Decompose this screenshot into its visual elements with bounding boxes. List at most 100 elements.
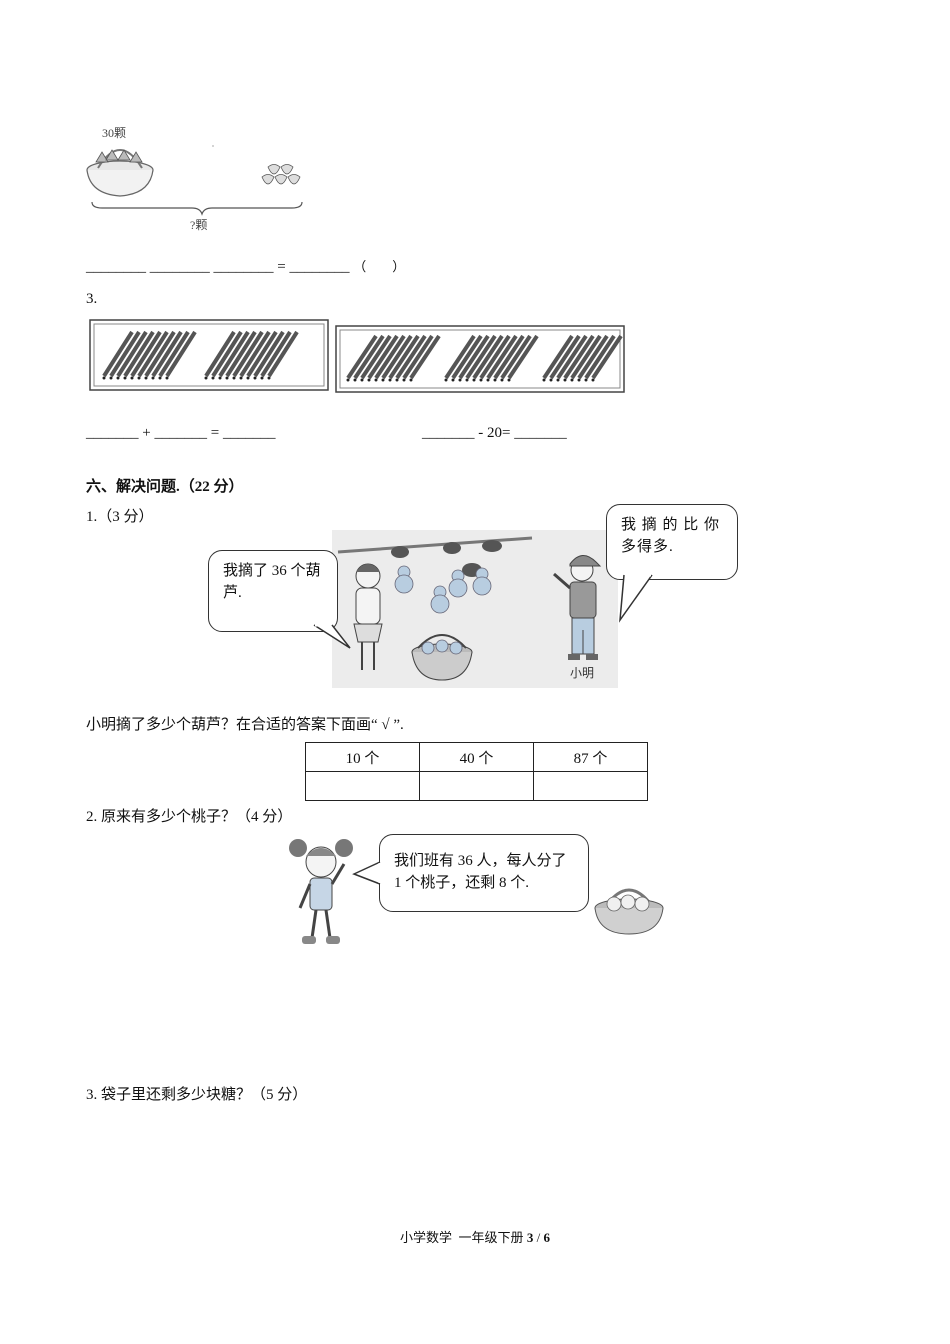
pencil: [253, 330, 285, 378]
pencil-tip: [218, 376, 222, 380]
pencil-tip: [402, 378, 406, 382]
equals-sign: =: [277, 259, 286, 275]
q1-question: 小明摘了多少个葫芦？在合适的答案下面画“ √ ”.: [86, 717, 404, 733]
pencil-tip: [225, 376, 229, 380]
pencil: [493, 334, 525, 380]
pencil-tip: [246, 376, 250, 380]
pencil-tip: [137, 376, 141, 380]
subtraction-equation: _______ - 20= _______: [422, 424, 567, 442]
pencil-tip: [158, 376, 162, 380]
check-cell-10[interactable]: [305, 771, 420, 801]
pencil: [267, 330, 299, 378]
pencil-tip: [500, 378, 504, 382]
pencil: [353, 334, 385, 380]
plus-sign: +: [142, 425, 151, 441]
pencil-tip: [239, 376, 243, 380]
pencil-tip: [577, 378, 581, 382]
pencil-tip: [549, 378, 553, 382]
pencil-tip: [123, 376, 127, 380]
pencil: [158, 330, 190, 378]
page-total: 6: [543, 1230, 550, 1245]
pencil-tip: [360, 378, 364, 382]
pencil: [584, 334, 616, 380]
pencil-tip: [479, 378, 483, 382]
equation-blank[interactable]: ________: [149, 259, 210, 275]
pencil-tip: [232, 376, 236, 380]
equation-blank[interactable]: ________: [289, 259, 350, 275]
pencil-tip: [260, 376, 264, 380]
pencil: [388, 334, 420, 380]
boy-speech-text: 我 摘 的 比 你 多得多.: [621, 517, 721, 555]
page-separator: /: [533, 1230, 544, 1245]
pencil-tip: [451, 378, 455, 382]
pencil-tip: [570, 378, 574, 382]
pencil: [458, 334, 490, 380]
pencil-tip: [204, 376, 208, 380]
class-speech-text: 我们班有 36 人，每人分了 1 个桃子，还剩 8 个.: [394, 853, 567, 891]
pencil: [409, 334, 441, 380]
option-40: 40 个: [419, 742, 534, 772]
answer-blank[interactable]: _______: [222, 425, 276, 441]
pencil-tip: [507, 378, 511, 382]
pencil-tip: [388, 378, 392, 382]
pencil: [109, 330, 141, 378]
pencil: [102, 330, 134, 378]
pencil: [542, 334, 574, 380]
strawberry-bottom-label: ?颗: [190, 218, 208, 232]
pencil: [346, 334, 378, 380]
girl-illustration: [286, 834, 356, 950]
pencil-tip: [116, 376, 120, 380]
pencil-tip: [444, 378, 448, 382]
pencil-tip: [556, 378, 560, 382]
answer-blank[interactable]: _______: [422, 425, 475, 441]
pencil-tip: [563, 378, 567, 382]
pencil-tip: [374, 378, 378, 382]
q3-label: 3. 袋子里还剩多少块糖？（5 分）: [86, 1087, 308, 1103]
pencil: [144, 330, 176, 378]
pencil: [374, 334, 406, 380]
check-cell-40[interactable]: [419, 771, 534, 801]
pencil: [465, 334, 497, 380]
pencil: [360, 334, 392, 380]
pencil-box-right: [334, 324, 626, 396]
pencil-tip: [109, 376, 113, 380]
pencil-tip: [353, 378, 357, 382]
pencil: [500, 334, 532, 380]
page-number: 3: [526, 1230, 534, 1245]
answer-blank[interactable]: _______: [514, 425, 567, 441]
pencil: [486, 334, 518, 380]
pencil-tip: [486, 378, 490, 382]
boy-bubble-tail: [619, 574, 653, 623]
answer-blank[interactable]: _______: [86, 425, 139, 441]
pencil: [123, 330, 155, 378]
pencil-tip: [130, 376, 134, 380]
gourd-scene: 小明: [332, 530, 618, 688]
pencil: [472, 334, 504, 380]
pencil-tip: [267, 376, 271, 380]
peach-basket: [592, 880, 666, 936]
strawberry-figure: 30颗 ?颗: [82, 122, 312, 237]
pencil: [211, 330, 243, 378]
pencil: [577, 334, 609, 380]
footer-text: 小学数学 一年级下册: [400, 1230, 524, 1245]
equation-blank[interactable]: ________: [86, 259, 146, 275]
pencil-tip: [591, 378, 595, 382]
pencil: [165, 330, 197, 378]
pencil: [137, 330, 169, 378]
strawberry-equation: ________ ________ ________ = ________ （ …: [86, 258, 405, 276]
pencil: [395, 334, 427, 380]
girl-bubble-tail: [313, 624, 351, 649]
equation-blank[interactable]: ________: [213, 259, 274, 275]
pencil-tip: [102, 376, 106, 380]
check-cell-87[interactable]: [533, 771, 648, 801]
pencil-tip: [381, 378, 385, 382]
pencil-tip: [367, 378, 371, 382]
answer-blank[interactable]: _______: [154, 425, 207, 441]
pencil: [381, 334, 413, 380]
question-number: 3.: [86, 291, 98, 307]
pencil: [367, 334, 399, 380]
pencil: [239, 330, 271, 378]
pencil-tip: [472, 378, 476, 382]
pencil-tip: [584, 378, 588, 382]
unit-parentheses[interactable]: （ ）: [353, 259, 406, 274]
